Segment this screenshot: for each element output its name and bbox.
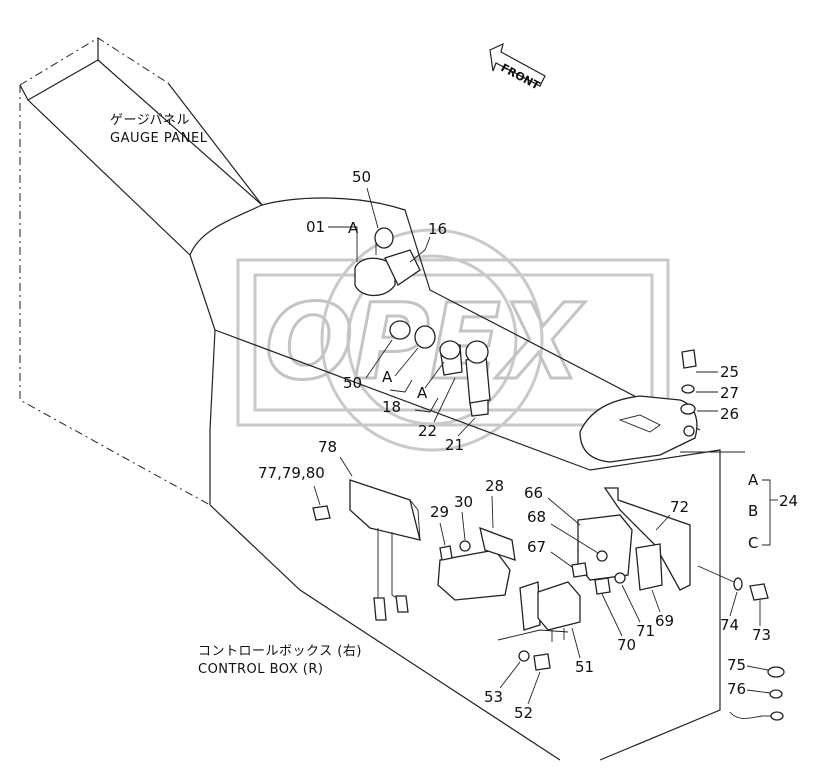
part-label-01: 01 — [306, 218, 325, 236]
terminal-hardware — [729, 666, 785, 721]
part-label-50-top: 50 — [352, 168, 371, 186]
electronic-module — [312, 479, 421, 621]
part-label-75: 75 — [727, 656, 746, 674]
relay-group-right — [571, 487, 691, 595]
gauge-panel-caption-jp: ゲージパネル — [110, 113, 190, 128]
part-label-21: 21 — [445, 436, 464, 454]
part-label-a-mid2: A — [417, 384, 428, 402]
part-label-53: 53 — [484, 688, 503, 706]
part-label-c-right: C — [748, 534, 758, 552]
part-label-77-79-80: 77,79,80 — [258, 464, 325, 482]
front-label: FRONT — [499, 61, 543, 92]
front-direction-arrow: FRONT — [489, 42, 546, 93]
gauge-panel-outline — [19, 37, 721, 761]
part-label-51: 51 — [575, 658, 594, 676]
indicator-lamp-assembly — [328, 226, 431, 297]
part-label-24: 24 — [779, 492, 798, 510]
bolt-set-right — [697, 565, 769, 601]
part-label-26: 26 — [720, 405, 739, 423]
part-label-50-mid: 50 — [343, 374, 362, 392]
part-label-27: 27 — [720, 384, 739, 402]
switch-knob-assembly — [389, 320, 491, 417]
part-label-69: 69 — [655, 612, 674, 630]
relay-unit-left — [437, 526, 516, 601]
part-label-72: 72 — [670, 498, 689, 516]
part-label-a-mid1: A — [382, 368, 393, 386]
relay-unit-lower — [518, 581, 581, 671]
control-box-caption-en: CONTROL BOX (R) — [198, 662, 323, 677]
part-label-76: 76 — [727, 680, 746, 698]
part-label-16: 16 — [428, 220, 447, 238]
control-box-caption-jp: コントロールボックス (右) — [198, 644, 362, 659]
part-label-18: 18 — [382, 398, 401, 416]
part-label-52: 52 — [514, 704, 533, 722]
control-box-cover — [579, 349, 698, 463]
part-label-78: 78 — [318, 438, 337, 456]
part-label-25: 25 — [720, 363, 739, 381]
part-label-a-top: A — [348, 219, 359, 237]
part-label-70: 70 — [617, 636, 636, 654]
part-label-22: 22 — [418, 422, 437, 440]
part-label-a-right: A — [748, 471, 759, 489]
gauge-panel-caption-en: GAUGE PANEL — [110, 131, 208, 146]
part-label-67: 67 — [527, 538, 546, 556]
part-label-66: 66 — [524, 484, 543, 502]
part-label-74: 74 — [720, 616, 739, 634]
part-label-28: 28 — [485, 477, 504, 495]
part-label-73: 73 — [752, 626, 771, 644]
part-label-71: 71 — [636, 622, 655, 640]
part-label-68: 68 — [527, 508, 546, 526]
part-label-b-right: B — [748, 502, 758, 520]
part-label-30: 30 — [454, 493, 473, 511]
part-label-29: 29 — [430, 503, 449, 521]
